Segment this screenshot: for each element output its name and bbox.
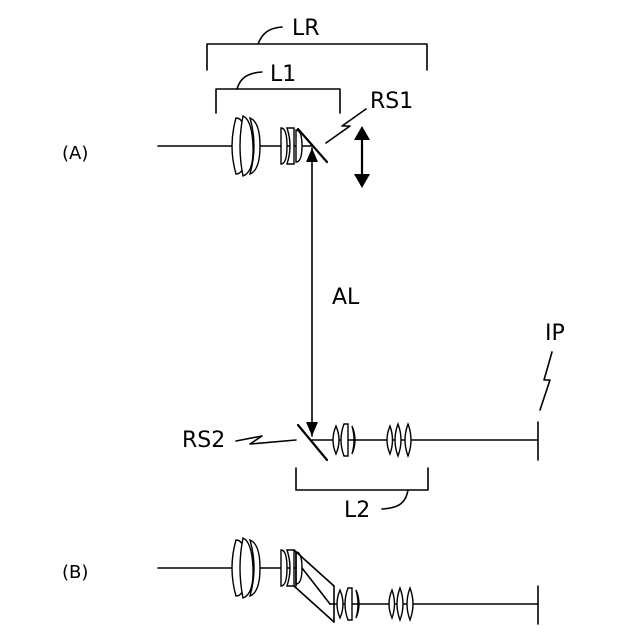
rs2-leader: RS2 (182, 428, 296, 453)
al-label: AL (332, 285, 360, 310)
rs2-label: RS2 (182, 428, 225, 453)
movement-double-arrow (354, 126, 370, 188)
image-plane-ip: IP (538, 321, 565, 460)
ip-label: IP (545, 321, 565, 346)
panel-a: (A) LR L1 RS1 (62, 16, 565, 523)
lr-label: LR (292, 16, 320, 41)
l1-label: L1 (270, 62, 296, 87)
panel-b: (B) (62, 538, 538, 624)
lr-bracket: LR (207, 16, 427, 70)
l2-label: L2 (344, 498, 370, 523)
panel-a-label: (A) (62, 143, 88, 164)
l1-bracket: L1 (216, 62, 340, 113)
rs1-leader: RS1 (326, 89, 413, 143)
al-arrow: AL (306, 148, 360, 436)
panel-b-label: (B) (62, 562, 88, 583)
l2-bracket: L2 (296, 468, 428, 523)
rs1-label: RS1 (370, 89, 413, 114)
